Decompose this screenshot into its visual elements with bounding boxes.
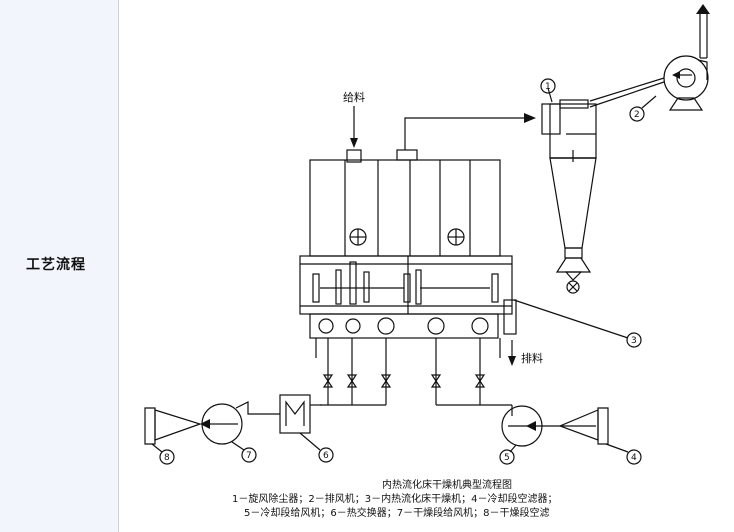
leader-8 [151, 443, 163, 453]
duct-to-fan [589, 77, 665, 102]
exhaust-duct [404, 117, 528, 150]
drying-fan [200, 401, 280, 445]
dryer-body [299, 159, 517, 358]
marker-8 [159, 449, 175, 465]
discharge-arrow [508, 356, 516, 366]
number-2: 2 [634, 110, 640, 120]
marker-5 [499, 449, 515, 465]
leader-7 [231, 441, 245, 451]
marker-1 [540, 78, 556, 94]
caption-line-2: 5－冷却段给风机；6－热交换器；7－干燥段给风机；8－干燥段空滤 [244, 506, 549, 519]
cooling-fan [501, 405, 596, 447]
feed-inlet [346, 149, 362, 163]
leader-1 [547, 87, 553, 103]
duct-to-fan-2 [589, 81, 665, 108]
heat-exchanger [279, 394, 322, 434]
number-6: 6 [323, 451, 329, 461]
number-3: 3 [631, 336, 637, 346]
leader-2 [641, 95, 657, 109]
divider [118, 0, 119, 532]
marker-4 [626, 449, 642, 465]
marker-6 [318, 447, 334, 463]
air-distribution-right [430, 338, 512, 406]
drying-air-filter [144, 407, 202, 445]
left-panel: 工艺流程 [0, 0, 119, 532]
marker-3 [626, 332, 642, 348]
number-5: 5 [504, 453, 510, 463]
leader-4 [605, 443, 629, 453]
cooling-air-filter [558, 407, 609, 445]
feed-label: 给料 [343, 90, 365, 104]
exhaust-hood [396, 149, 418, 161]
leader-6 [299, 432, 321, 451]
air-distribution-left [320, 338, 392, 406]
caption-title: 内热流化床干燥机典型流程图 [382, 478, 512, 491]
feed-arrow [350, 138, 358, 148]
number-1: 1 [545, 82, 551, 92]
number-8: 8 [164, 453, 170, 463]
marker-2 [629, 106, 645, 122]
number-4: 4 [631, 453, 637, 463]
caption-line-1: 1－旋风除尘器；2－排风机；3－内热流化床干燥机；4－冷却段空滤器； [232, 492, 557, 505]
exhaust-fan [663, 4, 710, 111]
exhaust-arrow [524, 113, 536, 123]
cyclone [541, 99, 597, 294]
leader-3 [513, 299, 629, 339]
number-7: 7 [246, 451, 252, 461]
marker-7 [241, 447, 257, 463]
discharge-label: 排料 [521, 351, 543, 365]
section-label: 工艺流程 [26, 257, 86, 273]
